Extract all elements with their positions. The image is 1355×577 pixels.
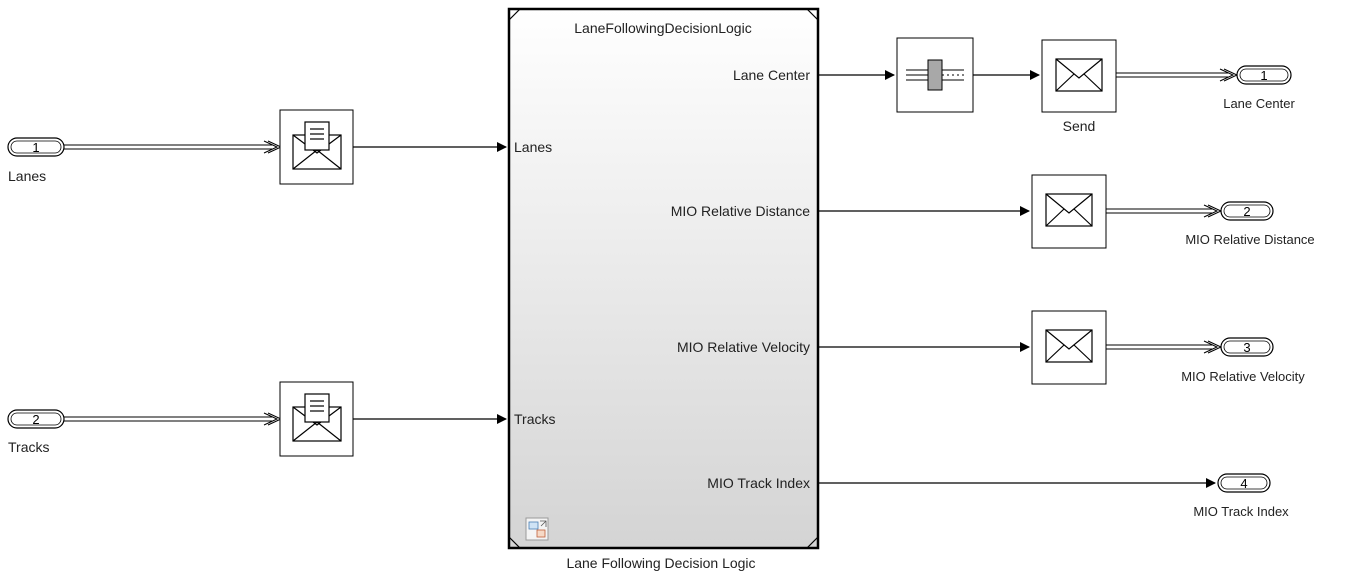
- subsystem-lane-following-decision-logic[interactable]: LaneFollowingDecisionLogic Lanes Tracks …: [507, 7, 820, 550]
- envelope-letter-icon: [292, 121, 342, 170]
- outport-mio-relative-velocity[interactable]: 3 MIO Relative Velocity: [1181, 337, 1305, 384]
- send-block-mio-relative-distance[interactable]: [1031, 174, 1107, 249]
- outport-mio-relative-velocity-number: 3: [1243, 340, 1250, 355]
- receive-block-lanes[interactable]: [279, 109, 354, 185]
- subsystem-output-mio-track-index: MIO Track Index: [707, 475, 810, 491]
- inport-lanes-number: 1: [32, 140, 39, 155]
- envelope-icon: [1045, 193, 1093, 227]
- subsystem-input-tracks: Tracks: [514, 411, 555, 427]
- bus-tracks-to-receive: [64, 412, 283, 426]
- inport-lanes[interactable]: 1 Lanes: [7, 137, 65, 184]
- outport-lane-center-number: 1: [1260, 68, 1267, 83]
- bus-send-to-outport-3: [1106, 340, 1223, 354]
- queue-block[interactable]: [896, 37, 974, 113]
- inport-lanes-label: Lanes: [8, 168, 46, 184]
- outport-lane-center-label: Lane Center: [1223, 96, 1295, 111]
- outport-mio-relative-velocity-label: MIO Relative Velocity: [1181, 369, 1305, 384]
- inport-tracks-number: 2: [32, 412, 39, 427]
- outport-lane-center[interactable]: 1 Lane Center: [1223, 65, 1295, 111]
- send-block-label: Send: [1063, 118, 1096, 134]
- outport-mio-relative-distance-label: MIO Relative Distance: [1185, 232, 1314, 247]
- model-reference-icon[interactable]: [525, 517, 549, 541]
- envelope-icon: [1055, 58, 1103, 92]
- subsystem-output-lane-center: Lane Center: [733, 67, 810, 83]
- outport-mio-relative-distance-number: 2: [1243, 204, 1250, 219]
- subsystem-input-lanes: Lanes: [514, 139, 552, 155]
- queue-icon: [906, 59, 964, 91]
- send-block-mio-relative-velocity[interactable]: [1031, 310, 1107, 385]
- inport-tracks-label: Tracks: [8, 439, 49, 455]
- subsystem-output-mio-relative-distance: MIO Relative Distance: [671, 203, 810, 219]
- receive-block-tracks[interactable]: [279, 381, 354, 457]
- outport-mio-track-index-label: MIO Track Index: [1193, 504, 1289, 519]
- bus-lanes-to-receive: [64, 140, 283, 154]
- inport-tracks[interactable]: 2 Tracks: [7, 409, 65, 455]
- bus-send-to-outport-1: [1116, 68, 1239, 82]
- outport-mio-track-index-number: 4: [1240, 476, 1247, 491]
- envelope-letter-icon: [292, 393, 342, 442]
- subsystem-title: LaneFollowingDecisionLogic: [574, 20, 751, 36]
- send-block-lane-center[interactable]: [1041, 39, 1117, 113]
- subsystem-output-mio-relative-velocity: MIO Relative Velocity: [677, 339, 810, 355]
- outport-mio-relative-distance[interactable]: 2 MIO Relative Distance: [1185, 201, 1315, 247]
- bus-send-to-outport-2: [1106, 204, 1223, 218]
- outport-mio-track-index[interactable]: 4 MIO Track Index: [1193, 473, 1289, 519]
- subsystem-caption: Lane Following Decision Logic: [566, 555, 755, 571]
- envelope-icon: [1045, 329, 1093, 363]
